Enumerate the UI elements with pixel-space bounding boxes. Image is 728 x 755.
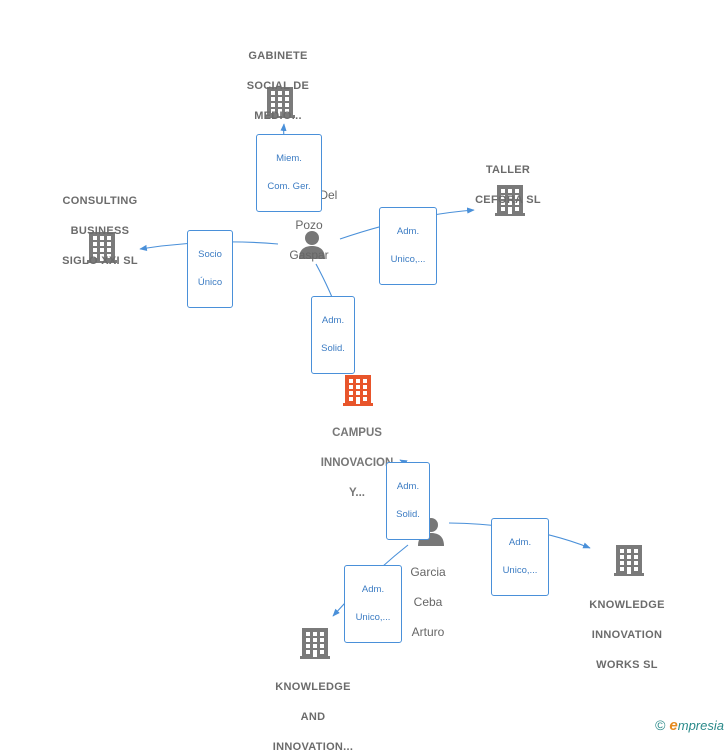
knowledge-and-building-icon[interactable] [300,628,330,659]
node-label-garcia-ceba[interactable]: Garcia Ceba Arturo [368,550,488,640]
knowledge-and-line-1: KNOWLEDGE [275,681,351,693]
taller-line-1: TALLER [485,164,531,176]
node-label-knowledge-works[interactable]: KNOWLEDGE INNOVATION WORKS SL [567,583,687,673]
edge-adm-and-line-1: Adm. [361,584,385,595]
campus-line-1: CAMPUS [332,427,382,439]
node-label-consulting[interactable]: CONSULTING BUSINESS SIGLO XXI SL [40,179,160,269]
edge-socio-line-1: Socio [198,249,222,260]
campus-building-icon[interactable] [343,375,373,406]
node-label-knowledge-and[interactable]: KNOWLEDGE AND INNOVATION... [253,665,373,755]
edge-adm-and-line-2: Unico,... [355,612,391,623]
edge-adm-solid-1-line-1: Adm. [321,315,345,326]
knowledge-works-line-2: INNOVATION [591,629,663,641]
knowledge-works-line-3: WORKS SL [596,659,658,671]
gabinete-line-3: MEDIO... [254,110,302,122]
brand-rest: mpresia [677,718,724,733]
consulting-line-1: CONSULTING [62,195,138,207]
campus-line-3: Y... [349,487,365,499]
edge-miem-line-2: Com. Ger. [267,181,311,192]
edge-label-adm-solid-2[interactable]: Adm. Solid. [386,462,430,540]
edge-adm-taller-line-1: Adm. [396,226,420,237]
edge-label-miem[interactable]: Miem. Com. Ger. [256,134,322,212]
knowledge-works-line-1: KNOWLEDGE [589,599,665,611]
copyright-icon: © [655,717,666,733]
node-label-gabinete[interactable]: GABINETE SOCIAL DE MEDIO... [218,34,338,124]
brand-initial: e [669,717,678,734]
garcia-ceba-line-1: Garcia [410,565,446,579]
edge-adm-works-line-1: Adm. [508,537,532,548]
gabinete-line-2: SOCIAL DE [246,80,310,92]
knowledge-and-line-2: AND [300,711,326,723]
edge-label-adm-solid-1[interactable]: Adm. Solid. [311,296,355,374]
garcia-del-pozo-line-2: Pozo [295,218,323,232]
edge-adm-solid-2-line-1: Adm. [396,481,420,492]
garcia-ceba-line-2: Ceba [413,595,443,609]
garcia-del-pozo-line-3: Gaspar [289,248,329,262]
empresia-watermark: ©empresia [655,717,724,734]
campus-line-2: INNOVACION [320,457,394,469]
edge-label-socio[interactable]: Socio Único [187,230,233,308]
edge-miem-line-1: Miem. [276,153,302,164]
garcia-ceba-line-3: Arturo [411,625,445,639]
gabinete-line-1: GABINETE [248,50,308,62]
consulting-line-3: SIGLO XXI SL [62,255,138,267]
taller-line-2: CEFORA SL [475,194,541,206]
edge-adm-taller-line-2: Unico,... [390,254,426,265]
edge-adm-solid-1-line-2: Solid. [321,343,345,354]
edge-adm-works-line-2: Unico,... [502,565,538,576]
edge-socio-line-2: Único [197,277,223,288]
node-label-taller[interactable]: TALLER CEFORA SL [448,148,568,208]
edge-label-adm-works[interactable]: Adm. Unico,... [491,518,549,596]
edge-label-adm-taller[interactable]: Adm. Unico,... [379,207,437,285]
edge-adm-solid-2-line-2: Solid. [396,509,420,520]
node-label-campus[interactable]: CAMPUS INNOVACION Y... [297,411,417,501]
knowledge-and-line-3: INNOVATION... [272,741,354,753]
edge-label-adm-and[interactable]: Adm. Unico,... [344,565,402,643]
knowledge-works-building-icon[interactable] [614,545,644,576]
consulting-line-2: BUSINESS [70,225,130,237]
